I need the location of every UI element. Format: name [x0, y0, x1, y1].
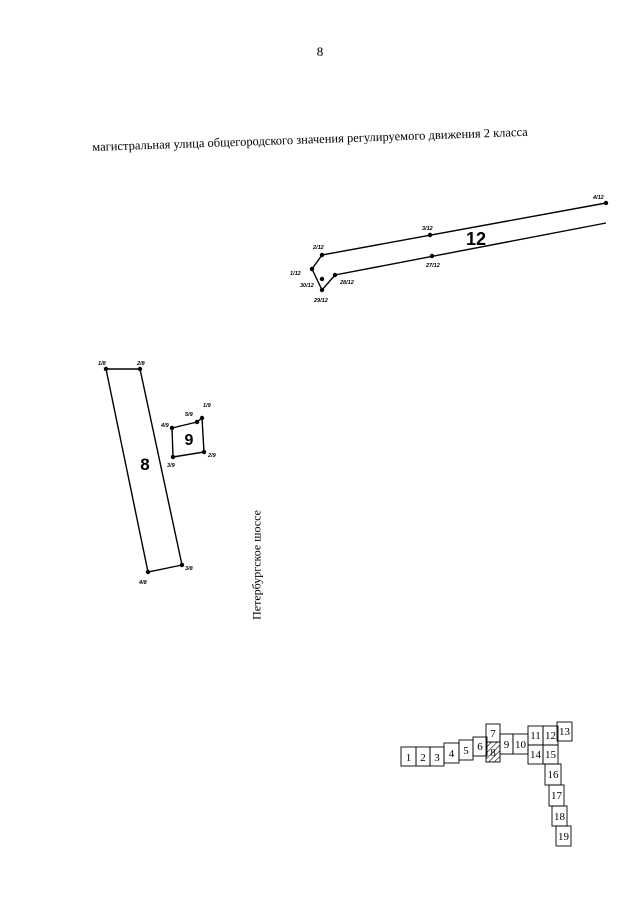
point-marker — [194, 419, 200, 425]
index-cell-label: 8 — [490, 747, 496, 759]
point-label: 3/9 — [167, 463, 176, 469]
point-label: 1/12 — [290, 271, 301, 277]
index-cell — [556, 721, 573, 742]
point-marker — [137, 366, 143, 372]
index-cell-label: 13 — [559, 726, 571, 738]
point-marker — [332, 272, 338, 278]
index-cell-label: 6 — [477, 741, 483, 753]
point-marker — [170, 454, 176, 460]
plot-9-label: 9 — [185, 432, 194, 449]
point-marker — [179, 562, 185, 568]
plot-12: 12 1/12 2/12 3/12 4/12 27/12 28/12 29/12… — [290, 195, 609, 304]
index-cell-label: 3 — [434, 752, 440, 764]
index-cell-label: 1 — [406, 752, 412, 764]
index-cell-label: 17 — [551, 790, 563, 802]
index-cell — [555, 825, 572, 847]
point-label: 30/12 — [300, 283, 314, 289]
point-marker — [103, 366, 109, 372]
index-cell-label: 4 — [449, 748, 455, 760]
index-cell-label: 14 — [530, 749, 542, 761]
point-label: 1/8 — [98, 361, 107, 367]
point-marker — [603, 200, 609, 206]
point-marker — [169, 425, 175, 431]
index-cell-label: 12 — [545, 730, 556, 742]
index-cell-label: 16 — [548, 769, 560, 781]
point-label: 29/12 — [313, 298, 328, 304]
index-cell-label: 19 — [558, 831, 570, 843]
index-cell-label: 10 — [515, 739, 527, 751]
index-cell-label: 7 — [490, 728, 496, 740]
point-label: 3/12 — [422, 226, 433, 232]
index-cell-label: 5 — [463, 745, 469, 757]
point-marker — [427, 232, 433, 238]
point-label: 2/8 — [136, 361, 146, 367]
point-label: 1/9 — [203, 403, 212, 409]
point-label: 4/12 — [592, 195, 604, 201]
plot-9: 9 1/9 2/9 3/9 4/9 5/9 — [160, 403, 217, 469]
page-number: 8 — [316, 44, 324, 59]
point-label: 2/9 — [207, 453, 217, 459]
point-label: 4/8 — [138, 580, 148, 586]
point-label: 2/12 — [312, 245, 324, 251]
point-marker — [319, 287, 325, 293]
index-cell-label: 15 — [545, 749, 557, 761]
index-cell-label: 11 — [530, 730, 541, 742]
point-label: 4/9 — [160, 423, 170, 429]
point-marker — [199, 415, 205, 421]
index-cell-label: 9 — [504, 739, 510, 751]
index-cell-label: 18 — [554, 811, 566, 823]
plot-8-label: 8 — [140, 455, 149, 474]
point-marker — [319, 276, 325, 282]
point-marker — [319, 252, 325, 258]
point-label: 28/12 — [339, 280, 354, 286]
index-cell-label: 2 — [420, 752, 426, 764]
point-label: 3/8 — [185, 566, 194, 572]
plot-8: 8 1/8 2/8 3/8 4/8 — [98, 361, 194, 586]
point-marker — [201, 449, 207, 455]
point-marker — [309, 266, 315, 272]
index-map — [400, 721, 573, 847]
plot-12-label: 12 — [466, 229, 486, 249]
point-marker — [145, 569, 151, 575]
point-marker — [429, 253, 435, 259]
index-map-labels: 1 2 3 4 5 6 7 8 9 10 11 12 13 14 15 16 1… — [406, 726, 571, 843]
point-label: 27/12 — [425, 263, 440, 269]
point-label: 5/9 — [185, 412, 194, 418]
